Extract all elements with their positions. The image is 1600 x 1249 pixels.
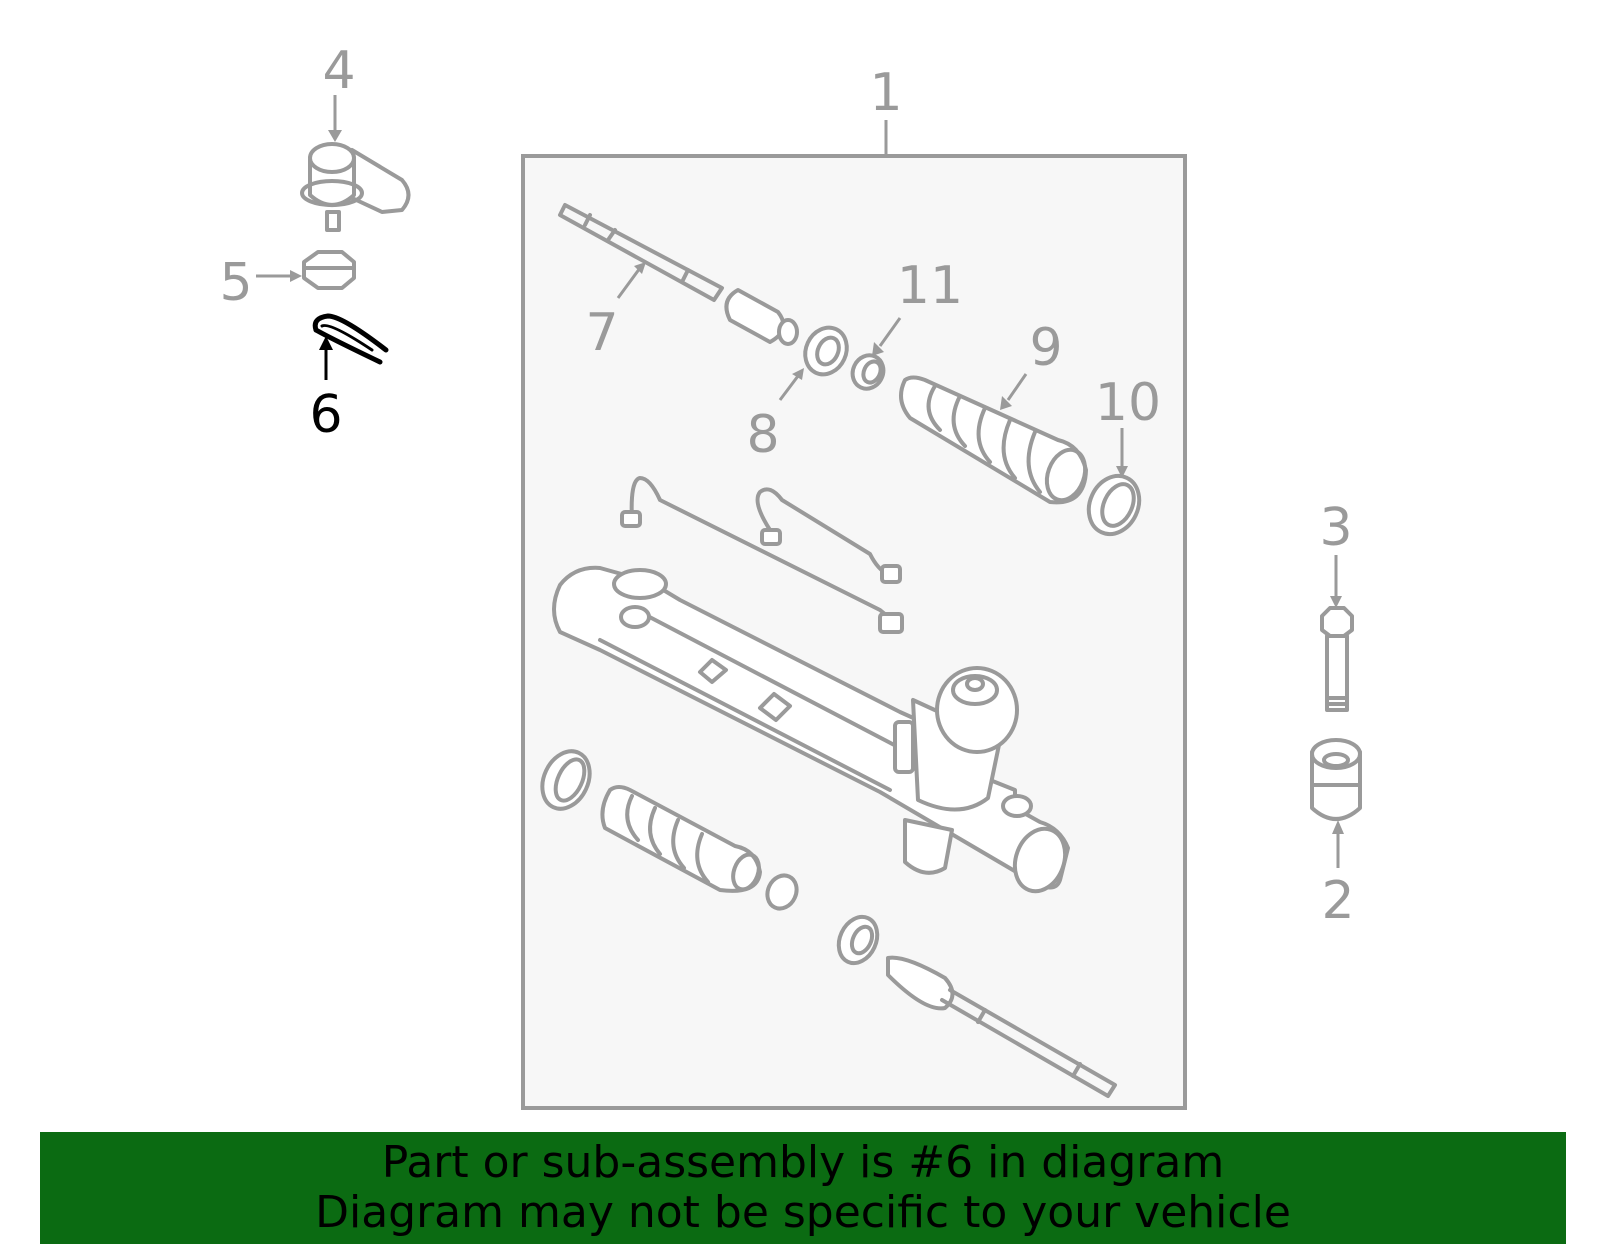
part-8-washer bbox=[778, 325, 849, 401]
callout-1: 1 bbox=[869, 63, 902, 123]
part-3-bolt bbox=[1320, 555, 1354, 712]
banner-line-part-number: Part or sub-assembly is #6 in diagram bbox=[381, 1137, 1225, 1188]
callout-8: 8 bbox=[746, 405, 779, 465]
part-5-nut bbox=[256, 250, 356, 290]
part-9-boot bbox=[899, 373, 1088, 505]
callout-11: 11 bbox=[897, 256, 963, 316]
callout-3: 3 bbox=[1319, 498, 1352, 558]
callout-2: 2 bbox=[1321, 871, 1354, 931]
part-10-clamp bbox=[1086, 428, 1142, 537]
part-4-tie-rod-end bbox=[300, 95, 411, 232]
callout-4: 4 bbox=[322, 41, 355, 101]
callout-6: 6 bbox=[309, 385, 342, 445]
part-11-clamp bbox=[850, 317, 902, 391]
lower-boot-assembly bbox=[540, 749, 880, 966]
hydraulic-lines bbox=[620, 476, 904, 634]
callout-7: 7 bbox=[585, 303, 618, 363]
steering-rack-housing bbox=[552, 565, 1070, 894]
callout-5: 5 bbox=[219, 253, 252, 313]
part-2-bushing bbox=[1310, 738, 1362, 868]
part-7-inner-tie-rod bbox=[558, 203, 799, 346]
callout-9: 9 bbox=[1029, 318, 1062, 378]
info-banner: Part or sub-assembly is #6 in diagram Di… bbox=[40, 1132, 1566, 1244]
lower-inner-tie-rod bbox=[886, 955, 1117, 1098]
callout-10: 10 bbox=[1095, 373, 1161, 433]
part-6-cotter-pin bbox=[312, 313, 389, 380]
banner-line-disclaimer: Diagram may not be specific to your vehi… bbox=[315, 1187, 1291, 1238]
